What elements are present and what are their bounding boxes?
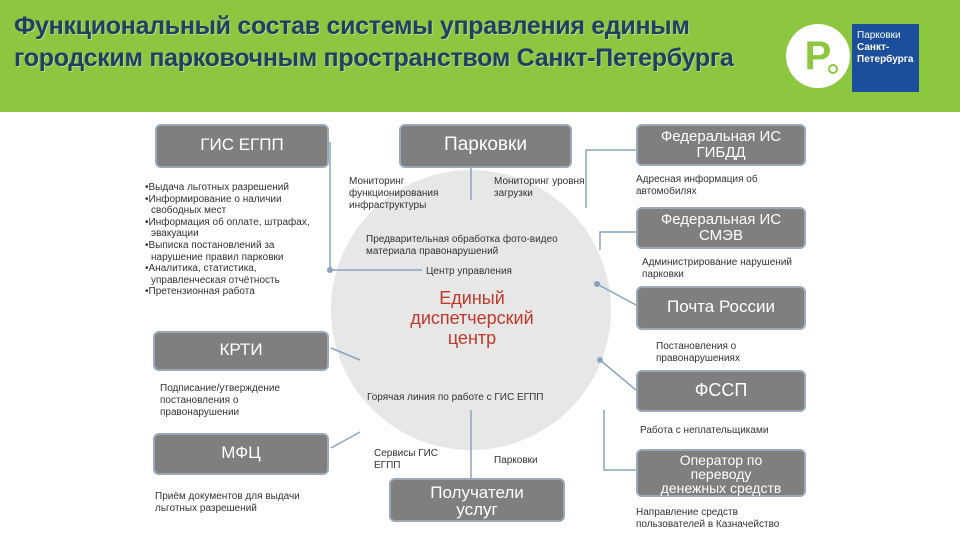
node-operator-label-2: переводу	[690, 466, 752, 482]
preprocessing-text: Предварительная обработка фото-видео мат…	[366, 234, 596, 258]
text-line: загрузки	[494, 188, 533, 199]
mfc-description: Приём документов для выдачи льготных раз…	[155, 491, 335, 515]
text-line: Мониторинг	[349, 176, 405, 187]
text-line: Предварительная обработка фото-видео	[366, 234, 558, 245]
text-line: постановления о	[160, 395, 239, 406]
gis-function-item: свободных мест	[151, 205, 227, 217]
parking-logo-icon: P	[786, 24, 850, 88]
center-title-line: диспетчерский	[410, 308, 534, 328]
node-mfc: МФЦ	[153, 433, 329, 475]
node-russian-post: Почта России	[636, 286, 806, 330]
node-operator-label-1: Оператор по	[679, 452, 763, 468]
connector-mfc	[330, 431, 361, 449]
text-line: Мониторинг уровня	[494, 176, 585, 187]
gis-function-item: •Выписка постановлений за	[145, 239, 275, 251]
header-band: Функциональный состав системы управления…	[0, 0, 960, 112]
text-line: Сервисы ГИС	[374, 448, 439, 459]
gibdd-description: Адресная информация об автомобилях	[636, 174, 806, 198]
logo-text-line-2: Санкт-	[857, 42, 890, 53]
text-line: Приём документов для выдачи	[155, 491, 300, 502]
connector-smev	[599, 231, 636, 250]
text-line: Администрирование нарушений	[642, 257, 792, 268]
logo-registered-mark	[828, 64, 838, 74]
node-gis-egpp-label: ГИС ЕГПП	[200, 135, 284, 154]
node-operator-label-3: денежных средств	[660, 480, 782, 496]
unified-dispatch-center-title: Единый диспетчерский центр	[396, 288, 548, 348]
logo-text-line-1: Парковки	[857, 30, 901, 41]
node-russian-post-label: Почта России	[667, 297, 775, 316]
text-line: Подписание/утверждение	[160, 383, 281, 394]
text-line: парковки	[642, 269, 684, 280]
smev-description: Администрирование нарушений парковки	[642, 257, 822, 281]
node-recipients-label-1: Получатели	[430, 483, 524, 502]
gis-services-text: Сервисы ГИС ЕГПП	[374, 448, 454, 472]
node-gibdd-label-1: Федеральная ИС	[660, 128, 782, 145]
title-line-2: городским парковочным пространством Санк…	[14, 44, 734, 72]
node-gis-egpp: ГИС ЕГПП	[155, 124, 329, 168]
control-center-text: Центр управления	[426, 266, 512, 277]
text-line: Направление средств	[636, 507, 738, 518]
monitoring-load-text: Мониторинг уровня загрузки	[494, 176, 614, 200]
node-payment-operator: Оператор по переводу денежных средств	[636, 449, 806, 497]
hotline-text: Горячая линия по работе с ГИС ЕГПП	[367, 392, 544, 403]
text-line: Постановления о	[656, 341, 737, 352]
gis-function-item: •Выдача льготных разрешений	[145, 182, 289, 193]
post-description: Постановления о правонарушениях	[656, 341, 806, 365]
node-service-recipients: Получатели услуг	[389, 478, 565, 522]
node-krti-label: КРТИ	[219, 340, 263, 359]
center-title-line: Единый	[439, 288, 505, 308]
node-parking-label: Парковки	[444, 134, 527, 155]
krti-description: Подписание/утверждение постановления о п…	[160, 383, 330, 419]
connector-dot	[327, 267, 333, 273]
connector-post	[596, 283, 637, 306]
connector-krti	[330, 347, 361, 361]
gis-function-item: эвакуации	[151, 228, 199, 240]
node-fssp-label: ФССП	[694, 380, 748, 400]
connector-gibdd	[585, 149, 636, 208]
connector-fssp	[599, 359, 637, 391]
center-circle	[331, 170, 611, 450]
node-gibdd: Федеральная ИС ГИБДД	[636, 124, 806, 166]
text-line: материала правонарушений	[366, 246, 499, 257]
gis-function-item: •Информация об оплате, штрафах,	[145, 216, 310, 228]
text-line: пользователей в Казначейство	[636, 519, 780, 530]
gis-function-item: нарушение правил парковки	[151, 251, 284, 263]
center-title-line: центр	[447, 328, 497, 348]
node-gibdd-label-2: ГИБДД	[696, 144, 746, 161]
fssp-description: Работа с неплательщиками	[640, 425, 769, 436]
gis-function-item: •Аналитика, статистика,	[145, 263, 257, 275]
logo-text-line-3: Петербурга	[857, 54, 914, 65]
node-smev-label-2: СМЭВ	[699, 227, 743, 244]
node-krti: КРТИ	[153, 331, 329, 371]
text-line: Адресная информация об	[636, 174, 758, 185]
connector-operator	[603, 410, 636, 471]
node-recipients-label-2: услуг	[456, 500, 498, 519]
node-parking: Парковки	[399, 124, 572, 168]
connector-dot	[594, 281, 600, 287]
page-title: Функциональный состав системы управления…	[14, 10, 774, 74]
node-fssp: ФССП	[636, 370, 806, 412]
gis-function-item: •Информирование о наличии	[145, 193, 282, 205]
monitoring-infrastructure-text: Мониторинг функционирования инфраструкту…	[349, 176, 469, 212]
node-mfc-label: МФЦ	[221, 443, 261, 462]
text-line: инфраструктуры	[349, 200, 427, 211]
logo-text-box: Парковки Санкт- Петербурга	[852, 24, 919, 92]
text-line: правонарушениях	[656, 353, 740, 364]
operator-description: Направление средств пользователей в Казн…	[636, 507, 816, 531]
gis-function-item: •Претензионная работа	[145, 286, 255, 298]
connector-dot	[597, 357, 603, 363]
node-smev-label-1: Федеральная ИС	[660, 211, 782, 228]
text-line: правонарушении	[160, 407, 240, 418]
node-smev: Федеральная ИС СМЭВ	[636, 207, 806, 249]
parking-services-text: Парковки	[494, 455, 538, 466]
text-line: льготных разрешений	[155, 503, 257, 514]
gis-function-item: управленческая отчётность	[151, 274, 280, 286]
text-line: автомобилях	[636, 186, 697, 197]
title-line-1: Функциональный состав системы управления…	[14, 12, 690, 40]
text-line: ЕГПП	[374, 460, 401, 471]
logo-letter: P	[804, 34, 832, 78]
text-line: функционирования	[349, 188, 439, 199]
gis-function-list: •Выдача льготных разрешений •Информирова…	[145, 182, 345, 298]
